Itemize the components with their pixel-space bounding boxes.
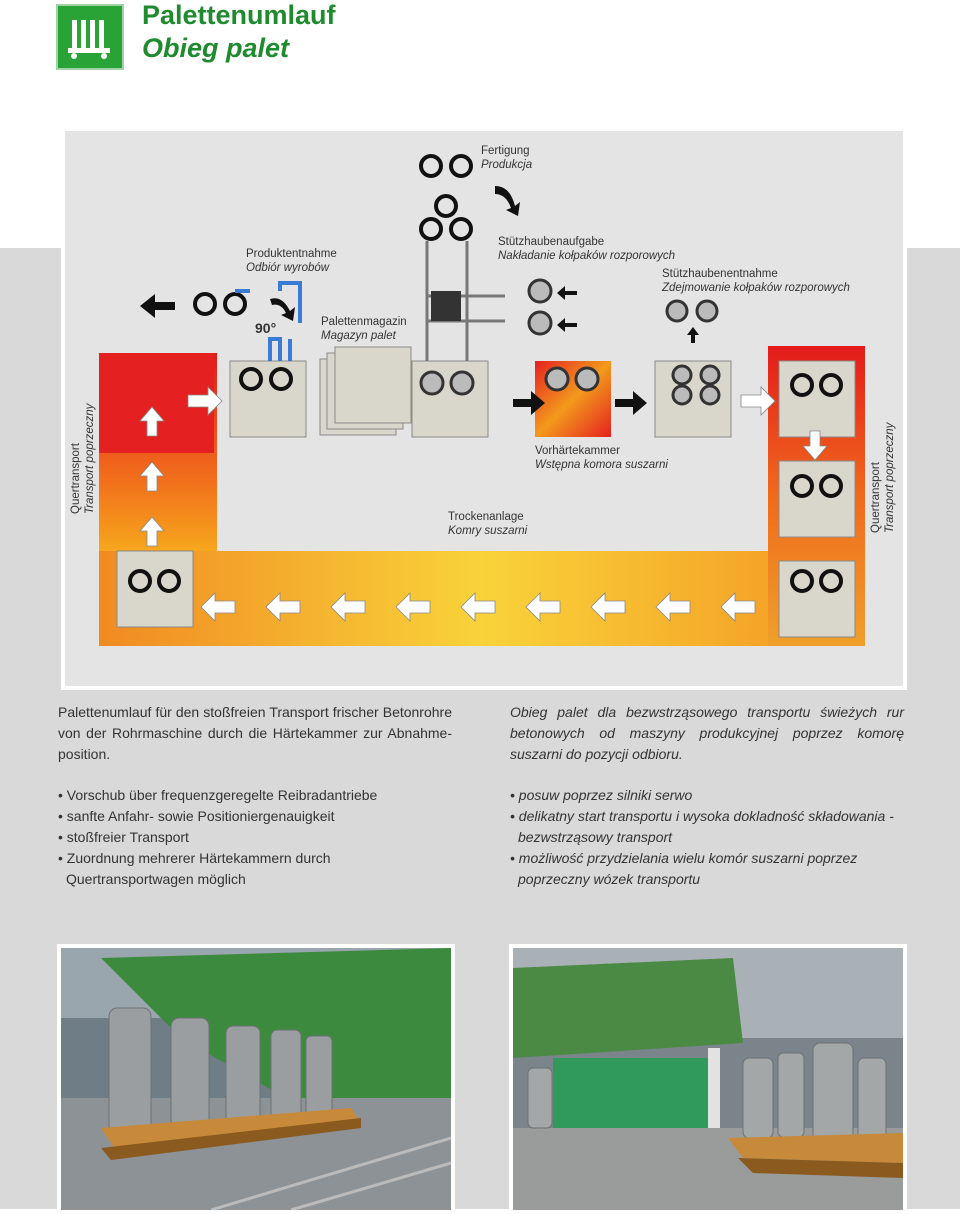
list-item: • Zuordnung mehrerer Härtekammern durch … [58,850,331,887]
list-item: • stoßfreier Transport [58,829,189,845]
list-item: • posuw poprzez silniki serwo [510,787,693,803]
list-item: • Vorschub über frequenzgeregelte Reibra… [58,787,378,803]
list-item: • delikatny start transportu i wysoka do… [510,808,894,845]
list-item: • możliwość przydzielania wielu komór su… [510,850,858,887]
circulation-graphic: 90° [99,154,865,646]
intro-text-de: Palettenumlauf für den stoßfreien Transp… [58,704,452,762]
list-item: • sanfte Anfahr- sowie Positioniergenaui… [58,808,335,824]
page-title: Palettenumlauf [142,0,336,30]
feature-list-pl: • posuw poprzez silniki serwo • delikatn… [510,785,910,890]
angle-label: 90° [255,320,276,336]
page-subtitle: Obieg palet [142,33,290,63]
pallet-rack-icon [56,4,124,70]
photo-curing-chamber-right [509,944,907,1214]
intro-text-pl: Obieg palet dla bezwstrząsowego transpor… [510,704,904,762]
feature-list-de: • Vorschub über frequenzgeregelte Reibra… [58,785,458,890]
photo-curing-chamber-left [57,944,455,1214]
